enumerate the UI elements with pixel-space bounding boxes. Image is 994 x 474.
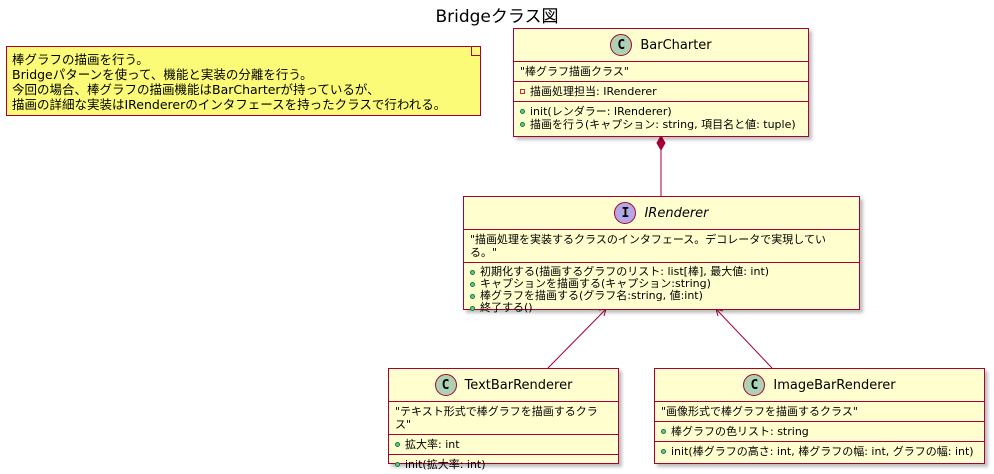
public-icon	[661, 429, 666, 434]
method-text: init(レンダラー: IRenderer)	[530, 105, 672, 118]
method-row: 棒グラフを描画する(グラフ名:string, 値:int)	[470, 290, 853, 302]
method-text: 終了する()	[480, 301, 533, 314]
description-text: "テキスト形式で棒グラフを描画するクラス"	[395, 405, 598, 431]
class-header: I IRenderer	[464, 197, 859, 229]
class-fields: 拡大率: int	[389, 434, 618, 454]
public-icon	[520, 122, 525, 127]
public-icon	[395, 462, 400, 467]
public-icon	[470, 305, 475, 311]
class-badge-icon: C	[610, 34, 633, 56]
note-line: Bridgeパターンを使って、機能と実装の分離を行う。	[12, 67, 313, 82]
class-description: "棒グラフ描画クラス"	[514, 61, 808, 81]
public-icon	[470, 293, 475, 299]
field-text: 拡大率: int	[405, 438, 460, 451]
field-text: 描画処理担当: IRenderer	[530, 85, 657, 98]
class-imagebarrenderer: C ImageBarRenderer "画像形式で棒グラフを描画するクラス" 棒…	[654, 368, 985, 464]
class-textbarrenderer: C TextBarRenderer "テキスト形式で棒グラフを描画するクラス" …	[388, 368, 619, 471]
description-text: "画像形式で棒グラフを描画するクラス"	[661, 405, 858, 418]
class-methods: 初期化する(描画するグラフのリスト: list[棒], 最大値: int) キャ…	[464, 262, 859, 317]
method-text: init(棒グラフの高さ: int, 棒グラフの幅: int, グラフの幅: i…	[671, 445, 974, 458]
interface-irenderer: I IRenderer "描画処理を実装するクラスのインタフェース。デコレータで…	[463, 196, 860, 314]
public-icon	[661, 449, 666, 454]
method-row: 終了する()	[470, 302, 853, 314]
field-text: 棒グラフの色リスト: string	[671, 425, 809, 438]
class-header: C TextBarRenderer	[389, 369, 618, 401]
interface-badge-icon: I	[614, 202, 637, 224]
method-row: キャプションを描画する(キャプション:string)	[470, 278, 853, 290]
class-methods: init(レンダラー: IRenderer) 描画を行う(キャプション: str…	[514, 101, 808, 134]
class-name: TextBarRenderer	[464, 377, 573, 393]
note-line: 描画の詳細な実装はIRendererのインタフェースを持ったクラスで行われる。	[12, 97, 447, 112]
imagebar-edge	[715, 308, 773, 369]
class-name: ImageBarRenderer	[773, 377, 896, 393]
class-name: BarCharter	[640, 37, 712, 53]
field-row: 棒グラフの色リスト: string	[661, 425, 978, 438]
class-header: C ImageBarRenderer	[655, 369, 984, 401]
class-name: IRenderer	[644, 205, 709, 221]
public-icon	[395, 442, 400, 447]
class-description: "描画処理を実装するクラスのインタフェース。デコレータで実現している。"	[464, 229, 859, 262]
public-icon	[470, 281, 475, 287]
class-badge-icon: C	[434, 374, 457, 396]
class-methods: init(棒グラフの高さ: int, 棒グラフの幅: int, グラフの幅: i…	[655, 441, 984, 461]
method-text: キャプションを描画する(キャプション:string)	[480, 277, 711, 290]
textbar-edge	[547, 308, 607, 369]
method-text: 棒グラフを描画する(グラフ名:string, 値:int)	[480, 289, 703, 302]
note: 棒グラフの描画を行う。 Bridgeパターンを使って、機能と実装の分離を行う。 …	[6, 46, 481, 116]
public-icon	[470, 269, 475, 275]
method-text: 描画を行う(キャプション: string, 項目名と値: tuple)	[530, 118, 796, 131]
class-header: C BarCharter	[514, 29, 808, 61]
note-line: 今回の場合、棒グラフの描画機能はBarCharterが持っているが、	[12, 82, 380, 97]
class-fields: 描画処理担当: IRenderer	[514, 81, 808, 101]
method-row: init(棒グラフの高さ: int, 棒グラフの幅: int, グラフの幅: i…	[661, 445, 978, 458]
note-line: 棒グラフの描画を行う。	[12, 52, 149, 67]
class-description: "テキスト形式で棒グラフを描画するクラス"	[389, 401, 618, 434]
method-text: 初期化する(描画するグラフのリスト: list[棒], 最大値: int)	[480, 265, 770, 278]
description-text: "棒グラフ描画クラス"	[520, 65, 629, 78]
class-barcharter: C BarCharter "棒グラフ描画クラス" 描画処理担当: IRender…	[513, 28, 809, 137]
class-description: "画像形式で棒グラフを描画するクラス"	[655, 401, 984, 421]
class-methods: init(拡大率: int)	[389, 454, 618, 474]
method-row: 描画を行う(キャプション: string, 項目名と値: tuple)	[520, 118, 802, 131]
method-row: init(レンダラー: IRenderer)	[520, 105, 802, 118]
field-row: 拡大率: int	[395, 438, 612, 451]
class-fields: 棒グラフの色リスト: string	[655, 421, 984, 441]
class-badge-icon: C	[743, 374, 766, 396]
composition-diamond-icon	[656, 134, 666, 152]
public-icon	[520, 109, 525, 114]
note-fold	[471, 46, 481, 56]
description-text: "描画処理を実装するクラスのインタフェース。デコレータで実現している。"	[470, 233, 826, 259]
method-text: init(拡大率: int)	[405, 458, 486, 471]
private-icon	[520, 89, 525, 94]
diagram-title: Bridgeクラス図	[435, 7, 559, 27]
method-row: init(拡大率: int)	[395, 458, 612, 471]
method-row: 初期化する(描画するグラフのリスト: list[棒], 最大値: int)	[470, 266, 853, 278]
field-row: 描画処理担当: IRenderer	[520, 85, 802, 98]
